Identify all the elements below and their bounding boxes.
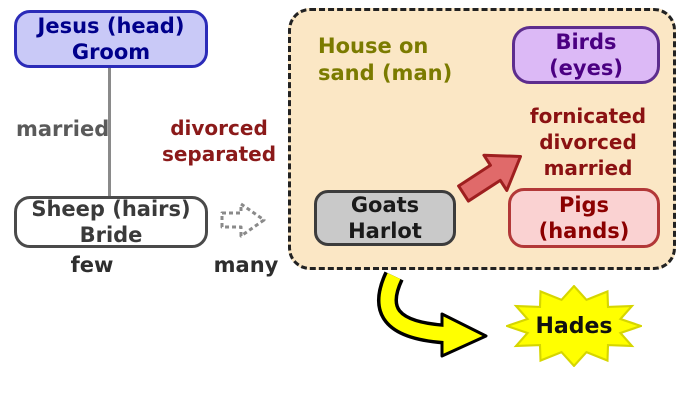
up-right-block-arrow-icon: [457, 153, 523, 203]
node-hades: Hades: [506, 285, 642, 367]
label-fornication-list: fornicated divorced married: [510, 103, 666, 181]
hades-starburst-icon: [506, 285, 642, 367]
label-house-line2: sand (man): [318, 61, 453, 86]
label-divorced-separated: divorced separated: [156, 115, 282, 167]
node-jesus-line1: Jesus (head): [37, 13, 185, 38]
label-few: few: [70, 253, 114, 277]
label-married2: married: [543, 156, 633, 180]
node-sheep-line2: Bride: [79, 223, 143, 247]
marriage-connector-line: [108, 68, 111, 196]
node-hades-label: Hades: [535, 313, 613, 339]
node-birds-line1: Birds: [555, 29, 617, 54]
node-jesus-line2: Groom: [71, 40, 151, 64]
node-birds-eyes: Birds (eyes): [512, 26, 660, 84]
node-goats-harlot: Goats Harlot: [314, 190, 456, 246]
dashed-right-arrow-icon: [220, 202, 266, 238]
label-separated: separated: [161, 142, 277, 166]
label-house-on-sand: House on sand (man): [318, 33, 452, 88]
node-goats-line2: Harlot: [348, 219, 422, 243]
curved-down-right-arrow-icon: [376, 271, 488, 358]
node-pigs-line2: (hands): [538, 219, 630, 243]
label-divorced: divorced: [170, 116, 268, 140]
node-birds-line2: (eyes): [549, 56, 623, 80]
node-jesus-groom: Jesus (head) Groom: [14, 10, 208, 68]
label-married: married: [16, 117, 110, 141]
label-divorced2: divorced: [539, 130, 637, 154]
node-pigs-line1: Pigs: [558, 192, 610, 217]
label-fornicated: fornicated: [529, 104, 647, 128]
node-sheep-bride: Sheep (hairs) Bride: [14, 196, 208, 248]
label-many: many: [213, 253, 279, 277]
node-goats-line1: Goats: [350, 192, 420, 217]
node-pigs-hands: Pigs (hands): [508, 188, 660, 248]
node-sheep-line1: Sheep (hairs): [31, 196, 191, 221]
label-house-line1: House on: [318, 34, 429, 58]
